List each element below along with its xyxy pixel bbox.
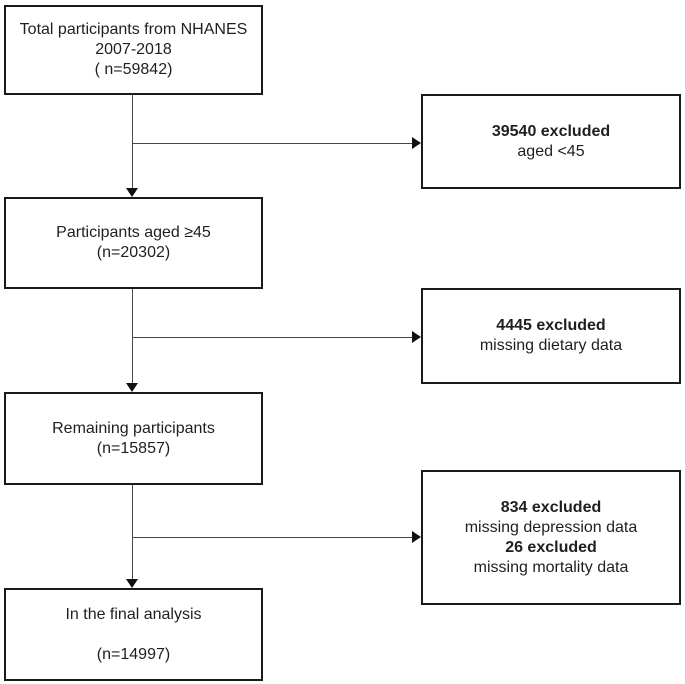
connector-horizontal-line bbox=[132, 337, 413, 338]
connector-horizontal-line bbox=[132, 537, 413, 538]
excluded-reason: aged <45 bbox=[517, 142, 585, 160]
flow-box-total-participants: Total participants from NHANES 2007-2018… bbox=[4, 5, 263, 95]
excluded-count: 4445 excluded bbox=[496, 317, 606, 334]
arrow-right-icon bbox=[412, 137, 421, 149]
arrow-down-icon bbox=[126, 579, 138, 588]
box-text-line: In the final analysis bbox=[65, 605, 202, 623]
flow-box-final-analysis: In the final analysis (n=14997) bbox=[4, 588, 263, 681]
flow-box-aged-45: Participants aged ≥45 (n=20302) bbox=[4, 197, 263, 289]
excluded-reason: missing mortality data bbox=[473, 558, 629, 576]
arrow-right-icon bbox=[412, 331, 421, 343]
connector-vertical-line bbox=[132, 485, 133, 580]
box-text-line: ( n=59842) bbox=[94, 61, 173, 78]
box-text-line: (n=14997) bbox=[96, 645, 171, 663]
connector-vertical-line bbox=[132, 289, 133, 384]
arrow-right-icon bbox=[412, 531, 421, 543]
box-text-line: Remaining participants bbox=[52, 419, 215, 437]
box-text-line: (n=20302) bbox=[96, 244, 171, 261]
flow-box-excluded-age: 39540 excluded aged <45 bbox=[421, 94, 681, 189]
box-text-line: 2007-2018 bbox=[95, 41, 172, 58]
box-text-line: Participants aged ≥45 bbox=[56, 224, 211, 241]
box-text-line: Total participants from NHANES bbox=[19, 21, 248, 38]
excluded-reason: missing depression data bbox=[464, 518, 638, 536]
box-text-line: (n=15857) bbox=[96, 439, 171, 457]
flow-box-excluded-dietary: 4445 excluded missing dietary data bbox=[421, 288, 681, 384]
excluded-count: 39540 excluded bbox=[491, 122, 611, 140]
connector-horizontal-line bbox=[132, 143, 413, 144]
flow-box-excluded-depression-mortality: 834 excluded missing depression data 26 … bbox=[421, 470, 681, 605]
arrow-down-icon bbox=[126, 188, 138, 197]
excluded-reason: missing dietary data bbox=[479, 337, 623, 354]
flow-box-remaining-participants: Remaining participants (n=15857) bbox=[4, 392, 263, 485]
excluded-count: 834 excluded bbox=[500, 498, 602, 516]
excluded-count: 26 excluded bbox=[505, 538, 597, 556]
arrow-down-icon bbox=[126, 383, 138, 392]
connector-vertical-line bbox=[132, 95, 133, 189]
